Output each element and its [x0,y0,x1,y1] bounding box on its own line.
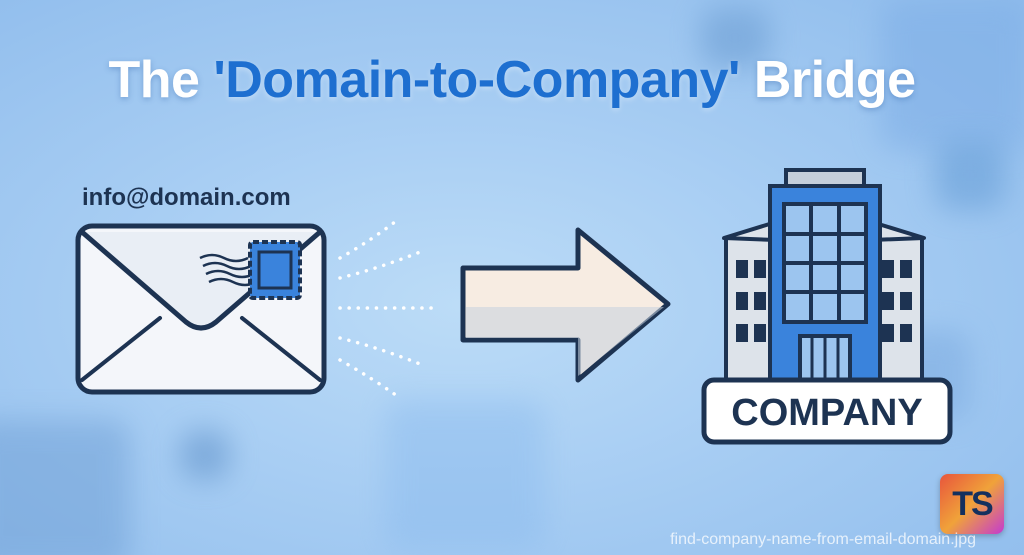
email-address-label: info@domain.com [82,184,291,211]
background-cube [180,430,230,480]
logo-text: TS [952,484,993,523]
arrow-right-icon [460,227,671,383]
building-icon [722,168,926,390]
stamp-icon [199,240,302,300]
company-label: COMPANY [731,392,922,434]
background-cube [935,140,1005,210]
background-cube [385,400,545,550]
title-part-bridge: Bridge [753,51,916,109]
filename-watermark: find-company-name-from-email-domain.jpg [670,531,976,548]
ts-logo: TS [940,474,1004,534]
title-part-domain-to-company: 'Domain-to-Company' [213,51,740,109]
background-cube [880,0,1024,150]
company-sign: COMPANY [701,377,953,445]
background-cube [0,420,130,555]
background-cube [700,8,770,68]
diagram-title: The 'Domain-to-Company' Bridge [0,50,1024,110]
motion-lines [338,216,434,400]
title-part-the: The [108,51,200,109]
